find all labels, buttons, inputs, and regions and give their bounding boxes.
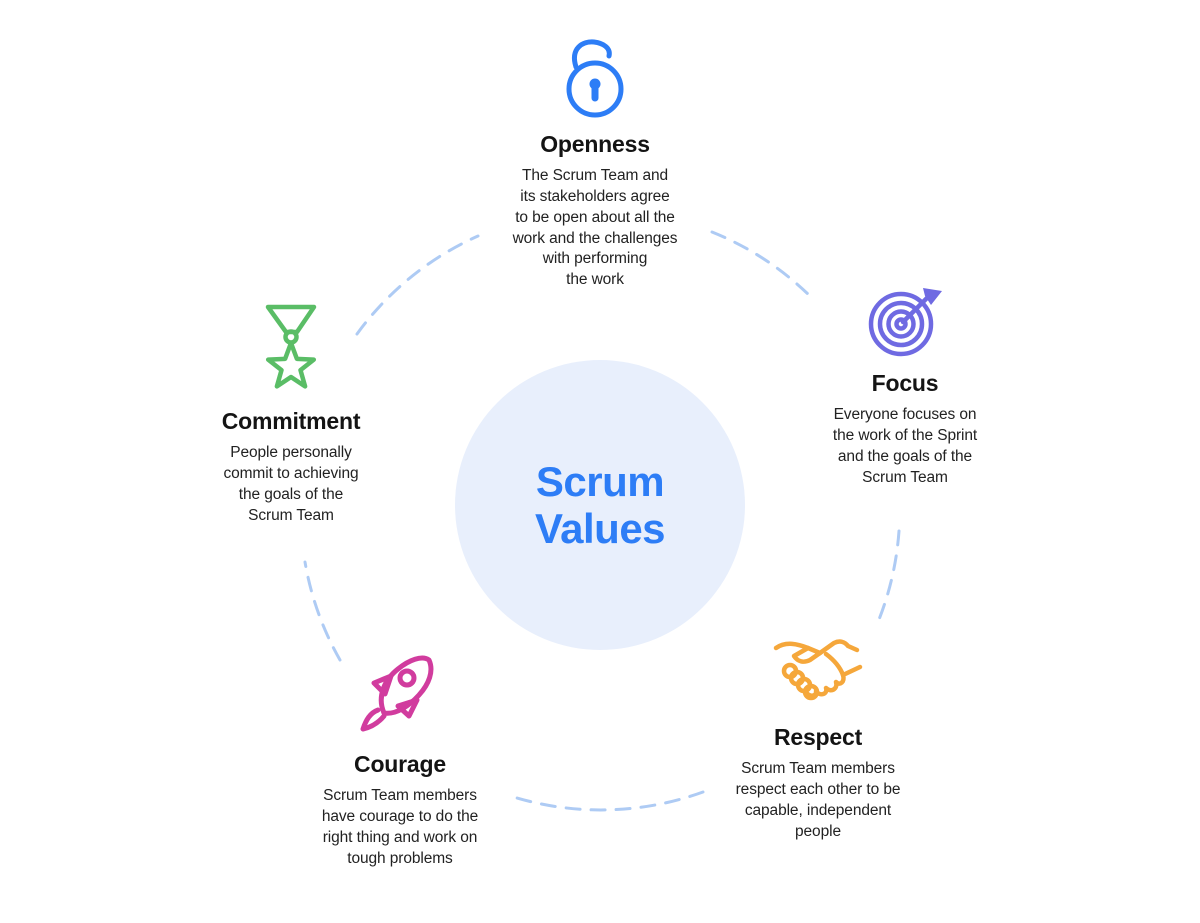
connector-arc — [710, 230, 814, 300]
medal-star-icon — [262, 303, 320, 395]
value-description: The Scrum Team and its stakeholders agre… — [512, 167, 678, 288]
value-respect: Respect Scrum Team members respect each … — [698, 636, 938, 842]
value-description: Scrum Team members have courage to do th… — [321, 787, 479, 867]
target-icon — [867, 285, 943, 357]
connector-arc — [515, 790, 705, 812]
value-courage: Courage Scrum Team members have courage … — [288, 650, 512, 869]
value-description: Scrum Team members respect each other to… — [735, 760, 901, 840]
value-commitment: Commitment People personally commit to a… — [181, 303, 401, 526]
value-focus: Focus Everyone focuses on the work of th… — [795, 285, 1015, 488]
connector-arc — [303, 560, 342, 662]
rocket-icon — [360, 650, 439, 738]
value-title: Commitment — [221, 408, 361, 434]
value-title: Focus — [871, 370, 939, 396]
open-lock-icon — [566, 39, 624, 118]
diagram-title: Scrum Values — [534, 457, 666, 552]
handshake-icon — [773, 636, 863, 702]
connector-arc — [876, 529, 901, 624]
center-circle: Scrum Values — [455, 360, 745, 650]
value-title: Courage — [354, 751, 446, 777]
value-description: Everyone focuses on the work of the Spri… — [832, 406, 978, 486]
value-title: Openness — [540, 131, 650, 157]
connector-arc — [355, 234, 480, 336]
value-description: People personally commit to achieving th… — [223, 444, 359, 524]
value-openness: Openness The Scrum Team and its stakehol… — [475, 39, 715, 291]
value-title: Respect — [773, 724, 863, 750]
